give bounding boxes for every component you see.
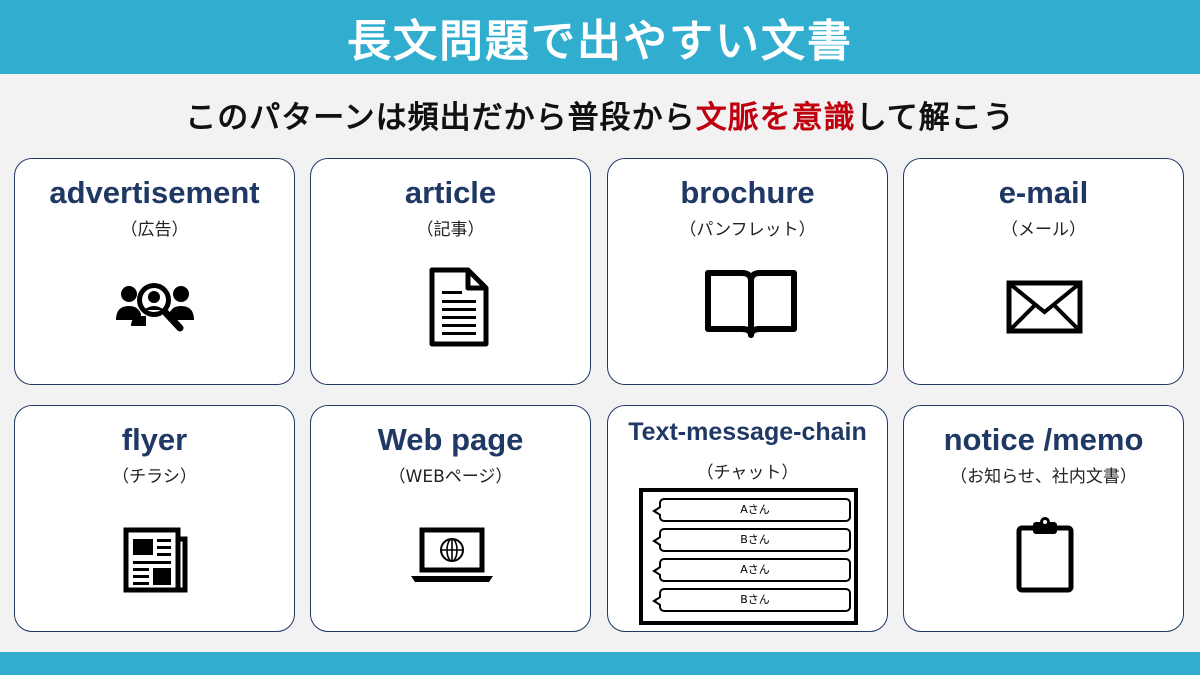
card-flyer: flyer （チラシ）: [14, 405, 295, 632]
clipboard-icon: [1016, 517, 1074, 593]
card-web-page: Web page （WEBページ）: [310, 405, 591, 632]
subtitle-highlight: 文脈を意識: [695, 100, 856, 136]
chat-bubbles-icon: Aさん Bさん Aさん Bさん: [639, 488, 858, 625]
chat-bubble: Bさん: [652, 528, 851, 552]
chat-bubble: Aさん: [652, 498, 851, 522]
card-brochure: brochure （パンフレット）: [607, 158, 888, 385]
card-subtitle: （メール）: [1001, 220, 1086, 240]
card-title: Web page: [377, 422, 524, 457]
card-advertisement: advertisement （広告）: [14, 158, 295, 385]
card-title: e-mail: [998, 175, 1089, 210]
card-notice-memo: notice /memo （お知らせ、社内文書）: [903, 405, 1184, 632]
card-article: article （記事）: [310, 158, 591, 385]
subtitle-after: して解こう: [855, 100, 1015, 136]
card-subtitle: （お知らせ、社内文書）: [950, 467, 1137, 487]
header-bar: 長文問題で出やすい文書: [0, 0, 1200, 74]
document-icon: [429, 267, 489, 347]
page-title: 長文問題で出やすい文書: [347, 16, 853, 67]
card-title: Text-message-chain: [628, 418, 867, 446]
card-subtitle: （広告）: [120, 220, 189, 240]
card-subtitle: （記事）: [416, 220, 485, 240]
card-email: e-mail （メール）: [903, 158, 1184, 385]
open-book-icon: [705, 270, 797, 338]
footer-bar: [0, 652, 1200, 675]
card-subtitle: （パンフレット）: [679, 220, 816, 240]
card-text-message-chain: Text-message-chain （チャット） Aさん Bさん Aさん Bさ…: [607, 405, 888, 632]
card-subtitle: （WEBページ）: [388, 467, 513, 487]
people-search-icon: [116, 283, 194, 332]
card-title: brochure: [680, 175, 815, 210]
chat-bubble: Bさん: [652, 588, 851, 612]
card-title: flyer: [121, 422, 188, 457]
laptop-globe-icon: [411, 527, 493, 582]
card-subtitle: （チャット）: [696, 463, 799, 483]
newspaper-icon: [123, 527, 188, 593]
card-subtitle: （チラシ）: [112, 467, 197, 487]
chat-bubble: Aさん: [652, 558, 851, 582]
card-title: advertisement: [49, 175, 260, 210]
card-title: notice /memo: [943, 422, 1144, 457]
envelope-icon: [1006, 280, 1083, 334]
subtitle-before: このパターンは頻出だから普段から: [185, 100, 696, 136]
subtitle: このパターンは頻出だから普段から文脈を意識して解こう: [0, 92, 1200, 137]
card-title: article: [404, 175, 497, 210]
